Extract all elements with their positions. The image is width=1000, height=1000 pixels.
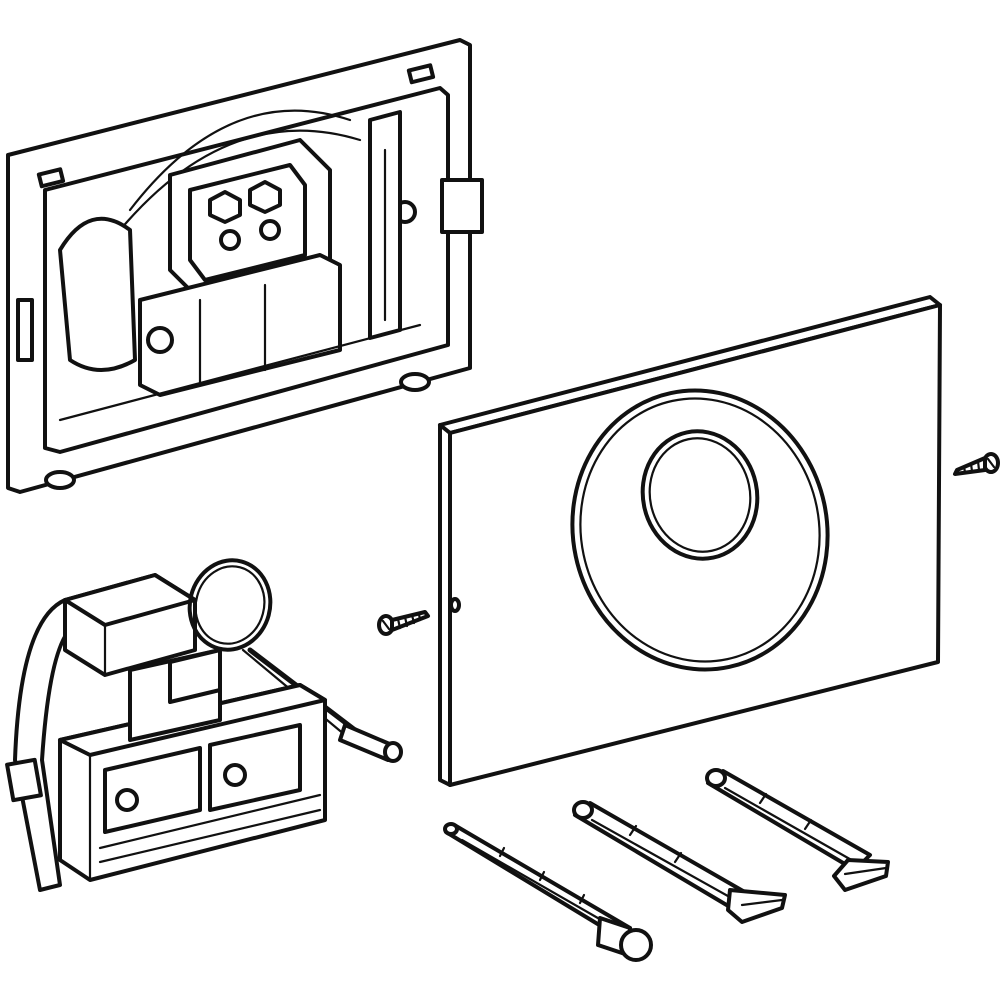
rod-icon <box>572 800 787 924</box>
sensor-ring <box>570 388 830 672</box>
rod-icon <box>705 768 890 892</box>
screw-left <box>377 610 430 636</box>
rod-icon <box>443 822 653 962</box>
screw-right <box>953 452 1000 476</box>
screw-icon <box>377 610 430 636</box>
mounting-frame <box>6 38 484 494</box>
actuation-rod-3 <box>705 768 890 892</box>
actuator-plate <box>438 295 942 787</box>
actuation-rod-1 <box>443 822 653 962</box>
actuation-rod-2 <box>572 800 787 924</box>
control-unit <box>5 558 403 892</box>
screw-icon <box>953 452 1000 476</box>
